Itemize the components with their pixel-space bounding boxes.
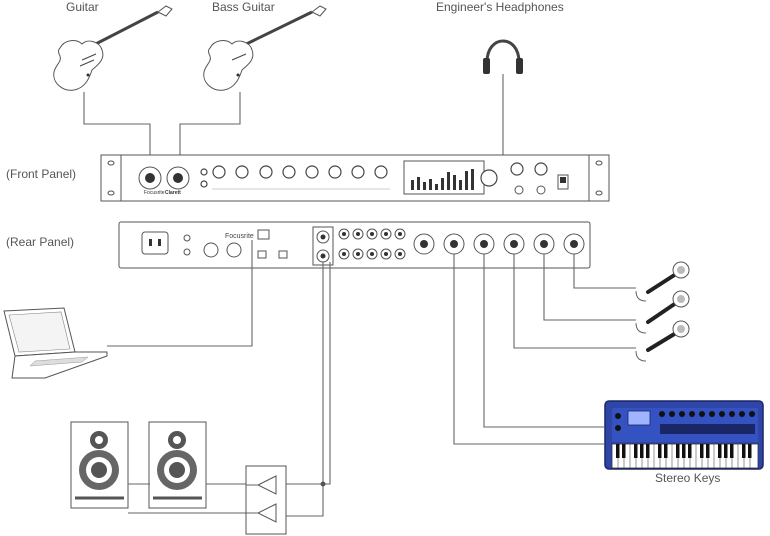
front-panel-label: (Front Panel): [6, 167, 76, 181]
midi-in-port: [226, 242, 242, 258]
microphone-icon: [635, 290, 690, 334]
bass-guitar-label: Bass Guitar: [212, 0, 275, 14]
front-model: Clarett: [165, 190, 181, 196]
monitor-cable-left: [286, 262, 324, 517]
rear-mic-inputs: [413, 233, 585, 255]
front-panel: Focusrite Clarett: [100, 154, 610, 202]
guitar-icon: [53, 5, 173, 91]
guitar-cable: [83, 92, 151, 170]
headphones-label: Engineer's Headphones: [436, 0, 564, 14]
mic-cable-1: [573, 254, 636, 289]
level-meter-display: [403, 160, 485, 195]
keys-cable-left: [483, 254, 604, 428]
midi-out-port: [203, 242, 219, 258]
guitar-label: Guitar: [66, 0, 99, 14]
stereo-keys-label: Stereo Keys: [655, 471, 720, 485]
optical-in-port: [257, 250, 267, 259]
bass-guitar-cable: [179, 92, 241, 170]
headphones-icon: [483, 39, 523, 74]
front-brand: Focusrite: [144, 190, 165, 196]
headphone-jack-1: [514, 185, 524, 195]
rear-panel: Focusrite: [118, 221, 591, 269]
pad-button: [200, 180, 208, 188]
optical-out-port: [278, 250, 288, 259]
rear-panel-label: (Rear Panel): [6, 235, 74, 249]
headphone-2-level-knob: [534, 162, 548, 176]
bass-guitar-icon: [203, 5, 327, 91]
mic-cable-2: [543, 254, 636, 321]
usb-cable: [107, 240, 253, 347]
studio-monitor-icon: [70, 421, 129, 509]
monitor-cable-right: [286, 262, 331, 485]
cable-junction: [320, 481, 326, 487]
front-input-1: [138, 166, 162, 190]
monitor-outputs: [312, 226, 334, 266]
headphone-1-level-knob: [510, 162, 524, 176]
microphone-icon: [635, 320, 690, 362]
mic-cable-3: [513, 254, 636, 349]
headphone-jack-2: [536, 185, 546, 195]
line-outputs: [338, 228, 406, 260]
keyboard-synth-icon: [604, 400, 764, 470]
laptop-icon: [3, 307, 108, 379]
front-input-2: [166, 166, 190, 190]
inst-button: [200, 168, 208, 176]
studio-monitor-icon: [148, 421, 207, 509]
gain-knobs: [212, 165, 390, 190]
rear-brand: Focusrite: [225, 233, 254, 240]
monitor-knob: [480, 169, 498, 187]
keys-cable-right: [453, 254, 604, 445]
microphone-icon: [635, 261, 690, 302]
power-inlet: [141, 231, 169, 255]
amplifier-icon: [245, 465, 287, 535]
usb-port: [257, 229, 270, 240]
